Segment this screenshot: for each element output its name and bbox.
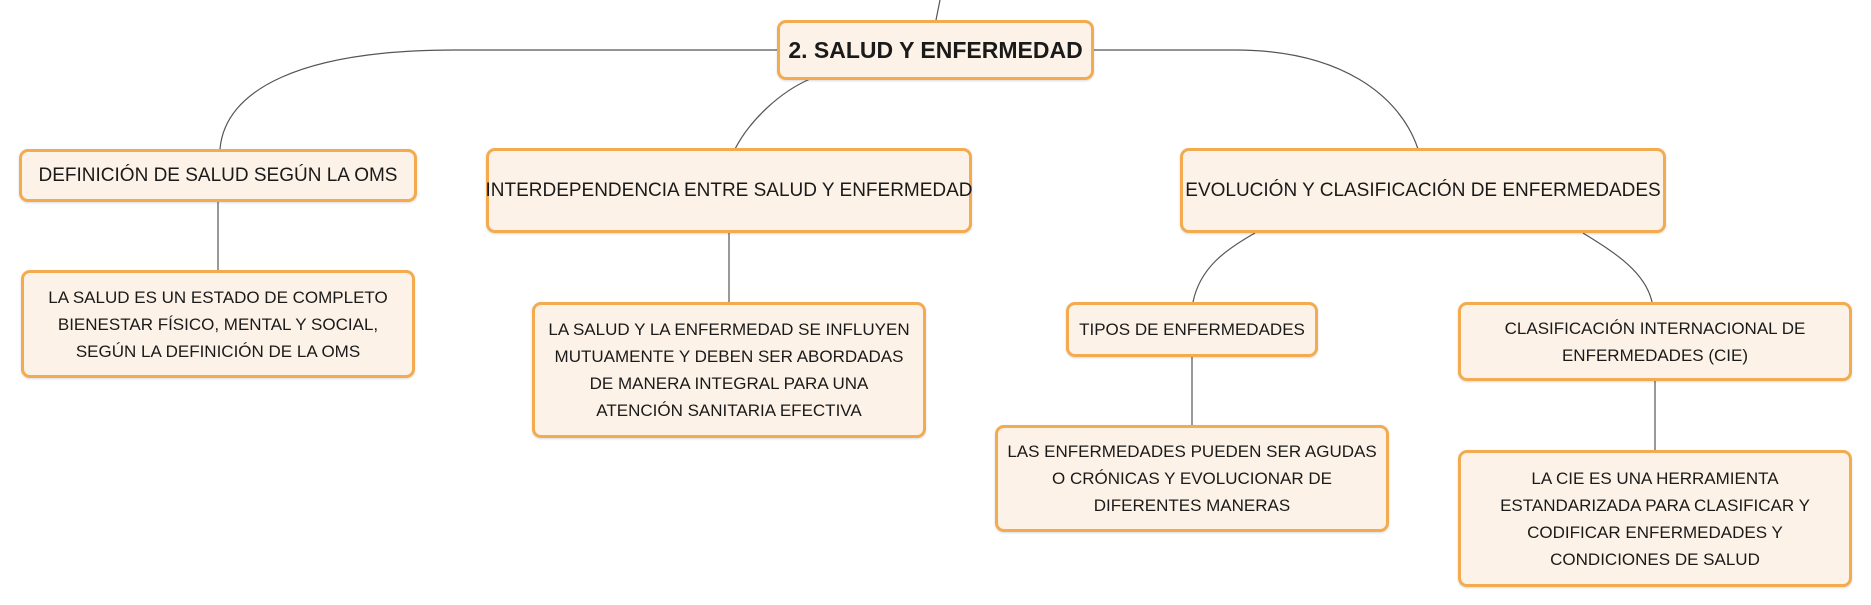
connector-root-to-evolucion [1093, 49, 1419, 150]
branch-node-oms-label: DEFINICIÓN DE SALUD SEGÚN LA OMS [38, 164, 398, 186]
subbranch-node-cie[interactable]: CLASIFICACIÓN INTERNACIONAL DE ENFERMEDA… [1458, 302, 1852, 381]
leaf-node-interdependencia-text: LA SALUD Y LA ENFERMEDAD SE INFLUYEN MUT… [548, 320, 910, 420]
leaf-node-oms[interactable]: LA SALUD ES UN ESTADO DE COMPLETO BIENES… [21, 270, 415, 378]
leaf-node-tipos[interactable]: LAS ENFERMEDADES PUEDEN SER AGUDAS O CRÓ… [995, 425, 1389, 532]
leaf-node-interdependencia[interactable]: LA SALUD Y LA ENFERMEDAD SE INFLUYEN MUT… [532, 302, 926, 438]
root-node[interactable]: 2. SALUD Y ENFERMEDAD [777, 20, 1094, 80]
leaf-node-cie[interactable]: LA CIE ES UNA HERRAMIENTA ESTANDARIZADA … [1458, 450, 1852, 587]
branch-node-interdependencia-label: INTERDEPENDENCIA ENTRE SALUD Y ENFERMEDA… [485, 179, 973, 201]
connector-root-to-oms [219, 49, 778, 150]
branch-node-evolucion-label: EVOLUCIÓN Y CLASIFICACIÓN DE ENFERMEDADE… [1185, 179, 1661, 201]
branch-node-oms[interactable]: DEFINICIÓN DE SALUD SEGÚN LA OMS [19, 149, 417, 202]
subbranch-node-tipos-label: TIPOS DE ENFERMEDADES [1079, 320, 1305, 339]
leaf-node-tipos-text: LAS ENFERMEDADES PUEDEN SER AGUDAS O CRÓ… [1007, 442, 1377, 515]
connector-evolucion-to-tipos [1192, 232, 1256, 303]
root-node-label: 2. SALUD Y ENFERMEDAD [788, 36, 1083, 63]
subbranch-node-tipos[interactable]: TIPOS DE ENFERMEDADES [1066, 302, 1318, 357]
leaf-node-oms-text: LA SALUD ES UN ESTADO DE COMPLETO BIENES… [48, 287, 388, 361]
connector-parent-to-root [935, 0, 941, 21]
branch-node-evolucion[interactable]: EVOLUCIÓN Y CLASIFICACIÓN DE ENFERMEDADE… [1180, 148, 1666, 233]
subbranch-node-cie-label: CLASIFICACIÓN INTERNACIONAL DE ENFERMEDA… [1504, 318, 1806, 365]
leaf-node-cie-text: LA CIE ES UNA HERRAMIENTA ESTANDARIZADA … [1500, 468, 1810, 569]
connector-evolucion-to-cie [1582, 232, 1653, 303]
branch-node-interdependencia[interactable]: INTERDEPENDENCIA ENTRE SALUD Y ENFERMEDA… [485, 148, 973, 233]
connector-root-to-interdependencia [734, 78, 811, 150]
